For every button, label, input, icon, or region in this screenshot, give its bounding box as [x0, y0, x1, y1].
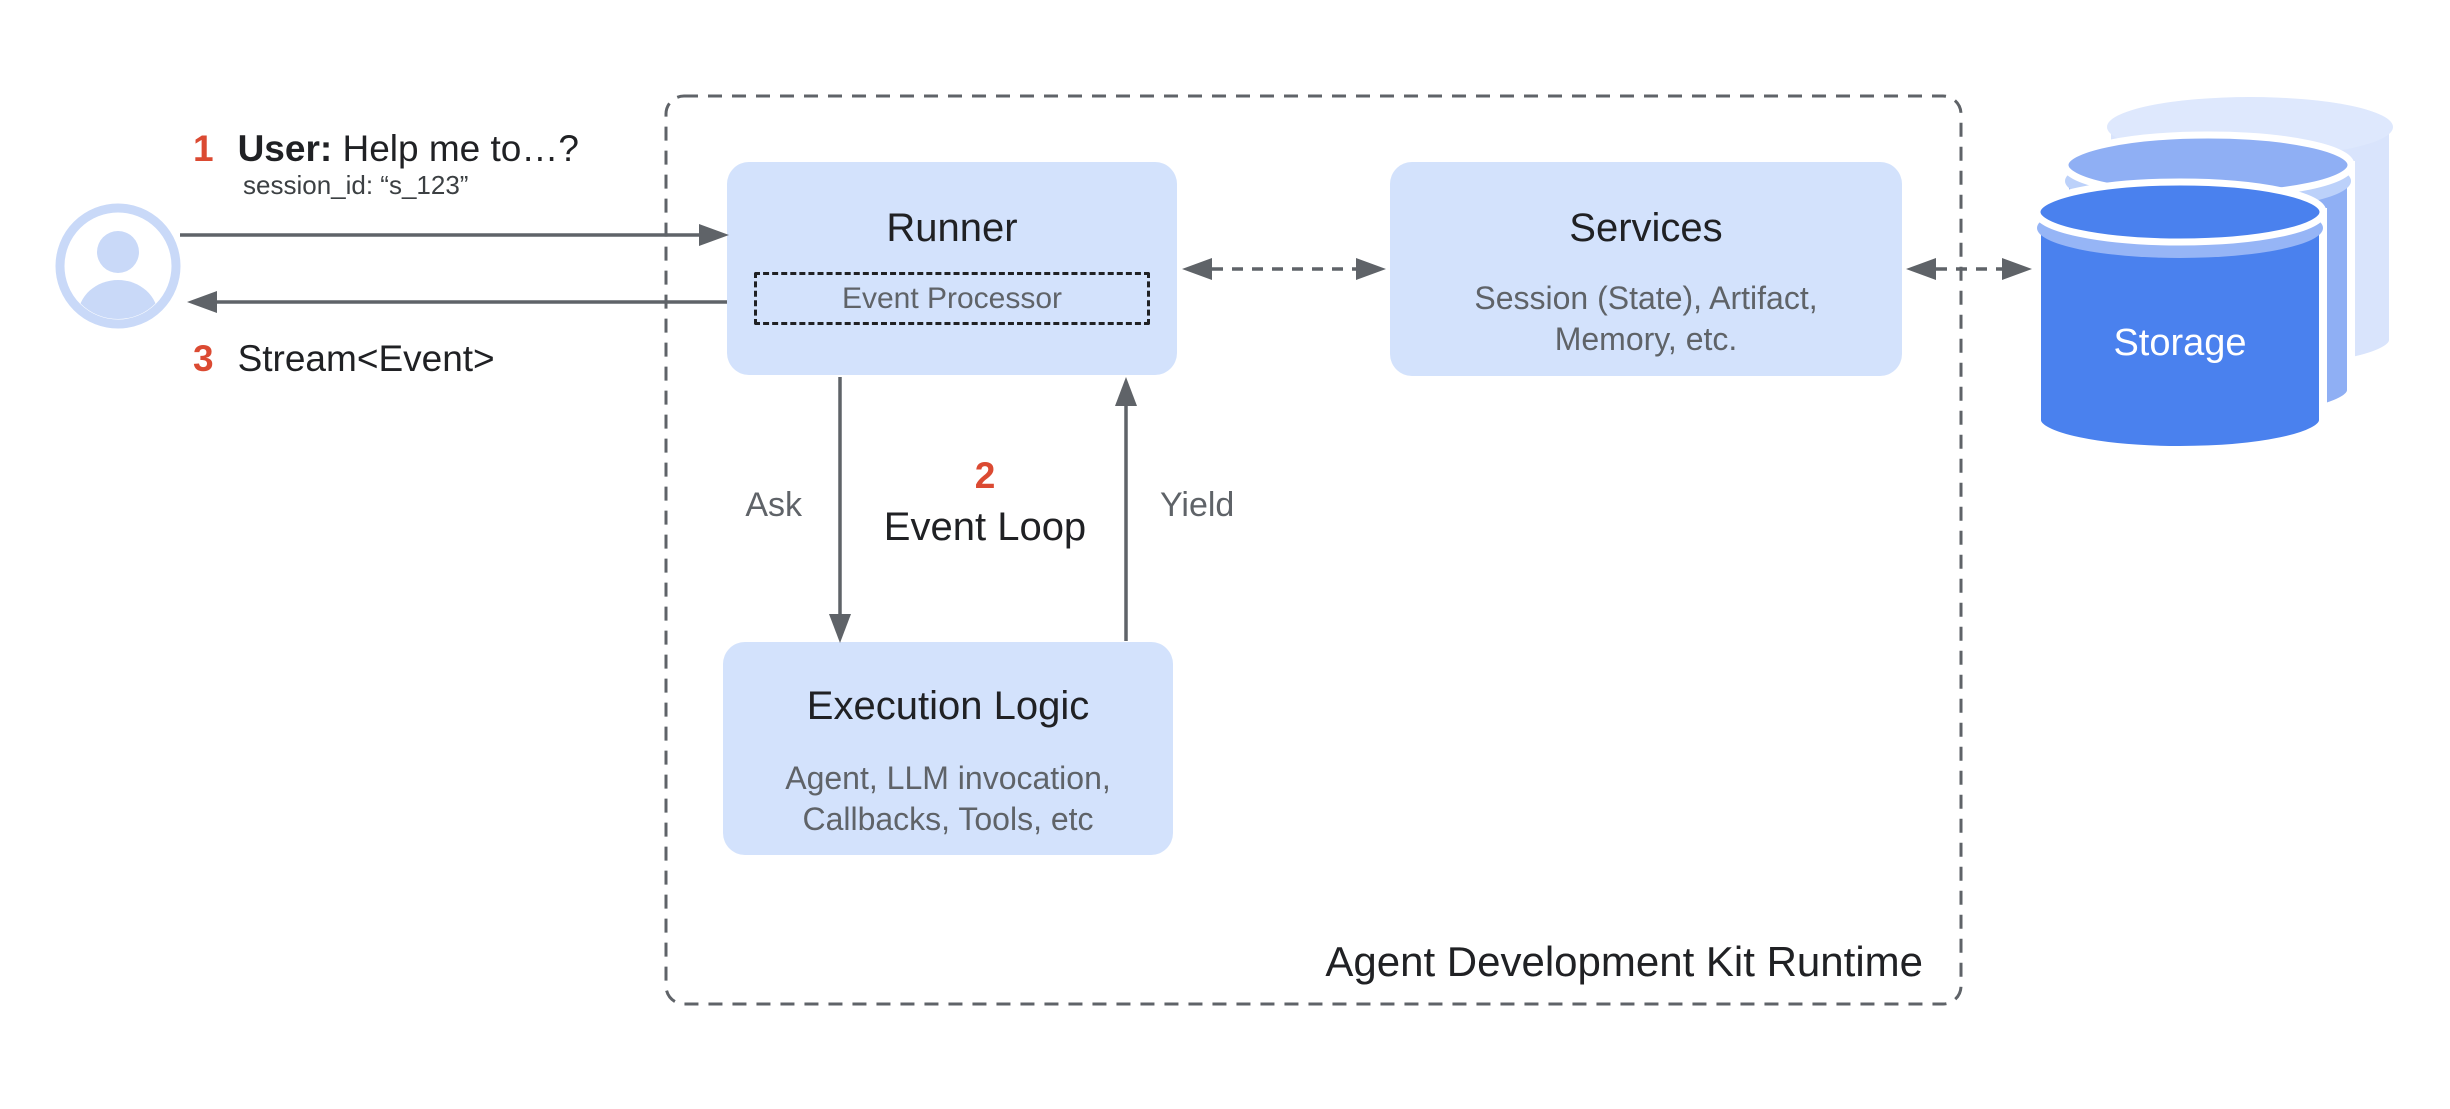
- yield-label: Yield: [1160, 486, 1235, 524]
- step3-label: 3 Stream<Event>: [193, 338, 495, 380]
- services-subtitle-line1: Session (State), Artifact,: [1474, 280, 1818, 316]
- step1-message: Help me to…?: [332, 128, 579, 169]
- execution-logic-subtitle: Agent, LLM invocation, Callbacks, Tools,…: [723, 758, 1173, 840]
- avatar-shoulders: [78, 280, 158, 319]
- step1-number: 1: [193, 128, 214, 169]
- ask-label: Ask: [745, 486, 802, 524]
- storage-icon: [2033, 97, 2397, 454]
- services-subtitle: Session (State), Artifact, Memory, etc.: [1390, 278, 1902, 360]
- step3-message: Stream<Event>: [237, 338, 495, 379]
- avatar-head: [97, 231, 139, 273]
- runner-services-arrow: [1182, 258, 1386, 280]
- step1-user-prefix: User:: [237, 128, 333, 169]
- response-arrow: [187, 291, 727, 313]
- runner-title: Runner: [886, 206, 1018, 250]
- storage-cylinder-front: [2033, 178, 2327, 454]
- services-box: Services Session (State), Artifact, Memo…: [1390, 162, 1902, 376]
- session-id-label: session_id: “s_123”: [243, 170, 469, 200]
- event-processor-label: Event Processor: [841, 281, 1063, 315]
- execution-logic-box: Execution Logic Agent, LLM invocation, C…: [723, 642, 1173, 855]
- runner-box: Runner Event Processor: [727, 162, 1177, 375]
- execution-logic-subtitle-line1: Agent, LLM invocation,: [785, 760, 1111, 796]
- services-title: Services: [1569, 206, 1723, 250]
- event-loop-step-number: 2: [974, 455, 996, 496]
- event-processor-box: Event Processor: [754, 272, 1150, 325]
- step1-label: 1 User: Help me to…?: [193, 128, 579, 170]
- event-loop-label: Event Loop: [883, 505, 1087, 549]
- storage-label: Storage: [2113, 322, 2247, 364]
- request-arrow: [180, 224, 729, 246]
- user-avatar-icon: [55, 203, 181, 329]
- execution-logic-title: Execution Logic: [806, 684, 1090, 728]
- step3-number: 3: [193, 338, 214, 379]
- runtime-title: Agent Development Kit Runtime: [1325, 938, 1923, 985]
- execution-logic-subtitle-line2: Callbacks, Tools, etc: [802, 801, 1094, 837]
- services-subtitle-line2: Memory, etc.: [1554, 321, 1738, 357]
